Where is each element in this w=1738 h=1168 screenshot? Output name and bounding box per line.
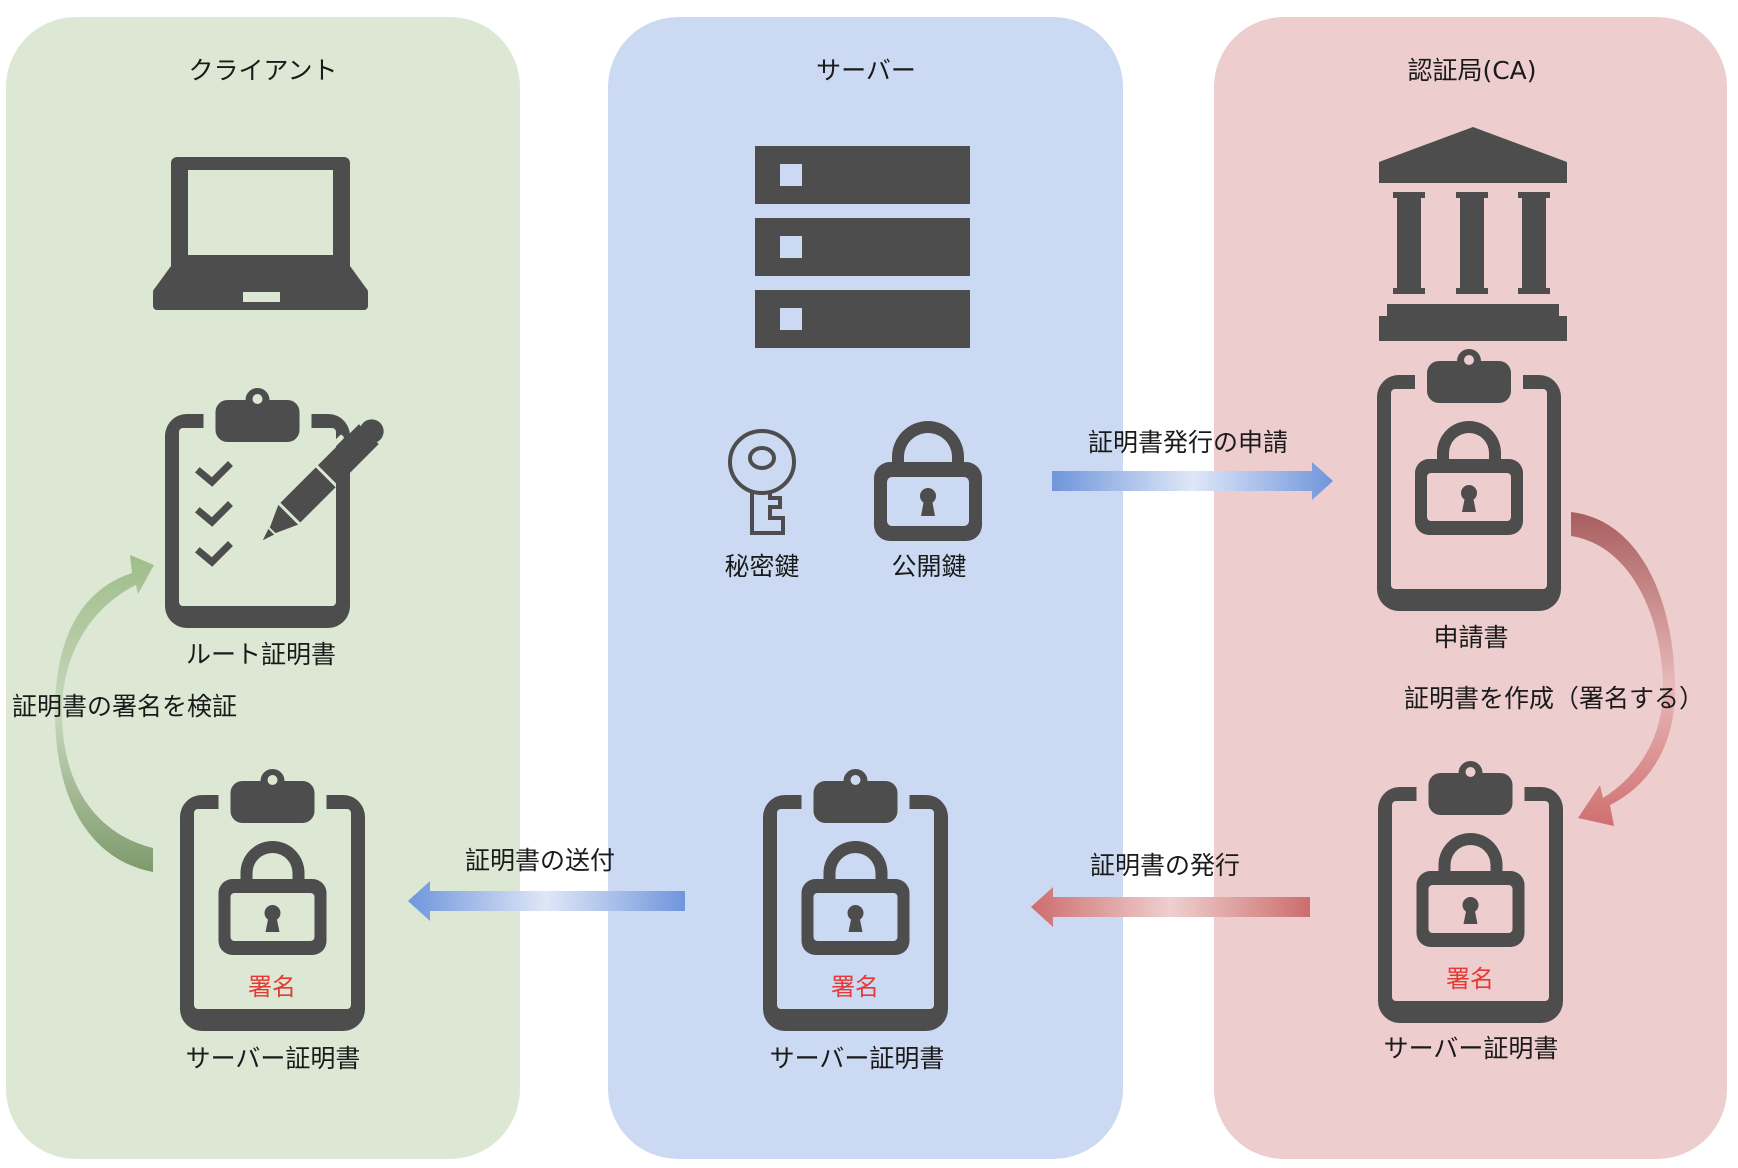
server-panel-title: サーバー: [816, 56, 916, 85]
clipboard-board: [165, 414, 350, 628]
create-label: 証明書を作成（署名する）: [1404, 684, 1704, 713]
laptop-icon: [153, 157, 368, 310]
padlock-body: [218, 879, 327, 955]
ca-application-label: 申請書: [1433, 623, 1508, 652]
clipboard-clip: [1428, 773, 1513, 815]
verify-label: 証明書の署名を検証: [12, 692, 237, 721]
padlock-icon: [1415, 421, 1523, 535]
send-arrow: [408, 881, 685, 921]
padlock-shackle: [240, 841, 305, 889]
clipboard-clip: [215, 400, 300, 442]
request-label: 証明書発行の申請: [1088, 428, 1288, 457]
padlock-icon: [874, 421, 982, 541]
padlock-icon: [218, 841, 327, 955]
padlock-icon: [801, 841, 910, 955]
clipboard-clip-hole: [1465, 767, 1476, 777]
ca-cert-signature: 署名: [1446, 965, 1494, 993]
clipboard-clip-hole: [1464, 355, 1474, 365]
keyhole-slot: [1463, 909, 1478, 924]
create-arrow: [1571, 512, 1675, 826]
client-cert-signature: 署名: [248, 973, 296, 1001]
client-panel: [6, 17, 520, 1159]
ca-cert-label: サーバー証明書: [1384, 1034, 1559, 1063]
clipboard-clip-hole: [267, 775, 278, 785]
padlock-shackle: [823, 841, 888, 889]
server-panel: [608, 17, 1123, 1159]
public-key-label: 公開鍵: [891, 552, 966, 581]
institution-building-icon: [1379, 127, 1567, 341]
checklist-icon: [195, 461, 233, 567]
keyhole-slot: [1462, 497, 1476, 512]
server-cert-label: サーバー証明書: [770, 1044, 945, 1073]
server-server-certificate-clipboard-icon: [763, 769, 948, 1031]
issue-arrow: [1031, 887, 1310, 927]
client-cert-label: サーバー証明書: [186, 1044, 361, 1073]
ca-server-certificate-clipboard-icon: [1378, 761, 1563, 1023]
clipboard-clip-hole: [252, 394, 263, 404]
client-server-certificate-clipboard-icon: [180, 769, 365, 1031]
clipboard-clip-hole: [850, 775, 861, 785]
request-arrow: [1052, 462, 1333, 500]
ca-application-clipboard-icon: [1377, 349, 1561, 611]
issue-label: 証明書の発行: [1090, 851, 1240, 880]
clipboard-clip: [813, 781, 898, 823]
padlock-shackle: [1438, 833, 1503, 881]
client-panel-title: クライアント: [188, 56, 337, 85]
pen-icon: [262, 419, 384, 541]
ca-panel-title: 認証局(CA): [1407, 56, 1536, 85]
verify-arrow: [55, 555, 154, 872]
padlock-body: [801, 879, 910, 955]
padlock-icon: [1416, 833, 1525, 947]
key-icon: [728, 429, 796, 535]
send-label: 証明書の送付: [465, 846, 615, 875]
clipboard-clip: [1427, 361, 1511, 403]
server-rack-icon: [755, 146, 970, 348]
private-key-label: 秘密鍵: [724, 552, 799, 581]
ca-panel: [1214, 17, 1727, 1159]
keyhole-slot: [265, 917, 280, 932]
padlock-body: [1415, 459, 1523, 535]
clipboard-clip: [230, 781, 315, 823]
server-cert-signature: 署名: [831, 973, 879, 1001]
root-certificate-clipboard-icon: [165, 388, 350, 628]
padlock-shackle: [1437, 421, 1501, 469]
padlock-body: [1416, 871, 1525, 947]
root-cert-label: ルート証明書: [186, 640, 336, 669]
keyhole-slot: [848, 917, 863, 932]
